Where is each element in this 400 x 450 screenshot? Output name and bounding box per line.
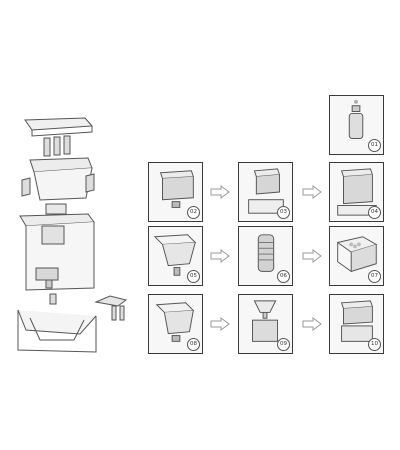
funnel-on-base-icon (252, 300, 279, 342)
step-number-badge: 01 (368, 139, 381, 152)
filter-cartridge-tall-icon (257, 234, 275, 272)
step-panel-09: 09 (238, 294, 293, 354)
exploded-view-drawing (17, 117, 128, 353)
step-arrow (210, 248, 230, 263)
complete-dispenser-icon (340, 300, 374, 342)
assembled-unit-icon (337, 168, 377, 216)
filter-cartridge-icon (348, 99, 364, 139)
upper-tank-with-valve-icon (153, 234, 197, 276)
step-number-badge: 04 (368, 206, 381, 219)
step-panel-06: 06 (238, 226, 293, 286)
step-number-badge: 03 (277, 206, 290, 219)
step-panel-10: 10 (329, 294, 384, 354)
tank-with-valve-icon (159, 170, 194, 208)
step-number-badge: 08 (187, 338, 200, 351)
open-tank-with-stones-icon (336, 236, 378, 273)
step-arrow (302, 248, 322, 263)
lower-tank-with-tap-icon (155, 302, 195, 342)
step-number-badge: 05 (187, 270, 200, 283)
step-number-badge: 06 (277, 270, 290, 283)
step-arrow (210, 316, 230, 331)
step-number-badge: 07 (368, 270, 381, 283)
step-panel-02: 02 (148, 162, 203, 222)
step-number-badge: 09 (277, 338, 290, 351)
step-panel-05: 05 (148, 226, 203, 286)
step-panel-03: 03 (238, 162, 293, 222)
step-arrow (302, 316, 322, 331)
step-panel-08: 08 (148, 294, 203, 354)
tank-on-base-icon (248, 168, 284, 214)
step-arrow (302, 184, 322, 199)
step-number-badge: 10 (368, 338, 381, 351)
step-panel-07: 07 (329, 226, 384, 286)
step-arrow (210, 184, 230, 199)
step-panel-01: 01 (329, 95, 384, 155)
step-panel-04: 04 (329, 162, 384, 222)
step-number-badge: 02 (187, 206, 200, 219)
